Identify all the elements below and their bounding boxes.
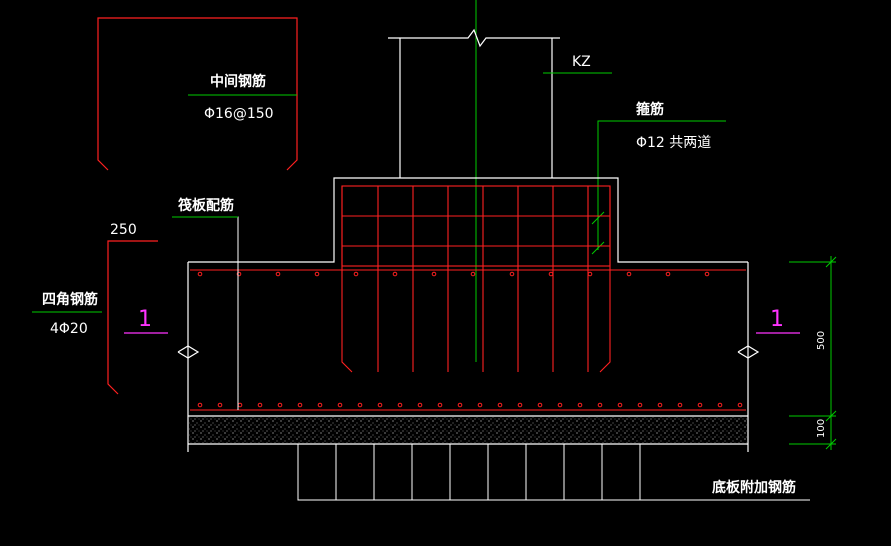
rebar-dot bbox=[297, 402, 303, 408]
rebar-dot bbox=[657, 402, 663, 408]
rebar-dot bbox=[665, 271, 671, 277]
corner-rebar-spec: 4Φ20 bbox=[50, 321, 88, 337]
rebar-dot bbox=[431, 271, 437, 277]
rebar-dot bbox=[470, 271, 476, 277]
rebar-dot bbox=[392, 271, 398, 277]
rebar-dot bbox=[236, 271, 242, 277]
section-left-label: 1 bbox=[138, 307, 152, 332]
rebar-dot bbox=[217, 402, 223, 408]
rebar-dot bbox=[437, 402, 443, 408]
rebar-dot bbox=[397, 402, 403, 408]
foundation-outline bbox=[177, 177, 760, 452]
rebar-dot bbox=[314, 271, 320, 277]
raft-rebar-label: 筏板配筋 bbox=[178, 197, 234, 214]
corner-rebar-detail bbox=[107, 240, 158, 395]
rebar-cage bbox=[341, 185, 611, 373]
column-tag: KZ bbox=[572, 54, 591, 70]
rebar-dot bbox=[317, 402, 323, 408]
section-right-label: 1 bbox=[770, 307, 784, 332]
rebar-dot bbox=[377, 402, 383, 408]
dimension-lines bbox=[789, 256, 837, 450]
middle-rebar-title: 中间钢筋 bbox=[210, 73, 266, 90]
rebar-dot bbox=[537, 402, 543, 408]
rebar-dot bbox=[357, 402, 363, 408]
rebar-dot bbox=[626, 271, 632, 277]
rebar-dot bbox=[257, 402, 263, 408]
concrete-bedding bbox=[189, 417, 747, 443]
rebar-dot bbox=[697, 402, 703, 408]
rebar-dot bbox=[275, 271, 281, 277]
middle-rebar-spec: Φ16@150 bbox=[204, 106, 274, 122]
middle-rebar-detail bbox=[97, 17, 298, 171]
rebar-dot bbox=[737, 402, 743, 408]
rebar-dot bbox=[597, 402, 603, 408]
stirrup-leader bbox=[591, 120, 726, 255]
rebar-dot bbox=[509, 271, 515, 277]
dim-100: 100 bbox=[816, 419, 827, 438]
rebar-dot bbox=[457, 402, 463, 408]
rebar-dot bbox=[637, 402, 643, 408]
rebar-dot bbox=[197, 271, 203, 277]
rebar-dots bbox=[197, 271, 743, 408]
stirrup-spec: Φ12 共两道 bbox=[636, 135, 711, 151]
rebar-dot bbox=[353, 271, 359, 277]
rebar-dot bbox=[197, 402, 203, 408]
rebar-dot bbox=[477, 402, 483, 408]
corner-rebar-title: 四角钢筋 bbox=[42, 291, 98, 308]
rebar-dot bbox=[587, 271, 593, 277]
dim-500: 500 bbox=[816, 331, 827, 350]
rebar-dot bbox=[677, 402, 683, 408]
rebar-dot bbox=[497, 402, 503, 408]
rebar-dot bbox=[277, 402, 283, 408]
bottom-extra-rebar bbox=[297, 444, 810, 501]
rebar-dot bbox=[557, 402, 563, 408]
rebar-dot bbox=[517, 402, 523, 408]
corner-dim: 250 bbox=[110, 222, 137, 238]
rebar-dot bbox=[548, 271, 554, 277]
bottom-extra-rebar-label: 底板附加钢筋 bbox=[712, 479, 796, 496]
rebar-dot bbox=[417, 402, 423, 408]
raft-rebar bbox=[190, 269, 746, 411]
raft-rebar-leader bbox=[172, 216, 239, 410]
stirrup-title: 箍筋 bbox=[636, 101, 664, 118]
rebar-dot bbox=[577, 402, 583, 408]
rebar-dot bbox=[704, 271, 710, 277]
rebar-dot bbox=[617, 402, 623, 408]
rebar-dot bbox=[717, 402, 723, 408]
rebar-dot bbox=[237, 402, 243, 408]
column bbox=[388, 0, 612, 362]
rebar-dot bbox=[337, 402, 343, 408]
